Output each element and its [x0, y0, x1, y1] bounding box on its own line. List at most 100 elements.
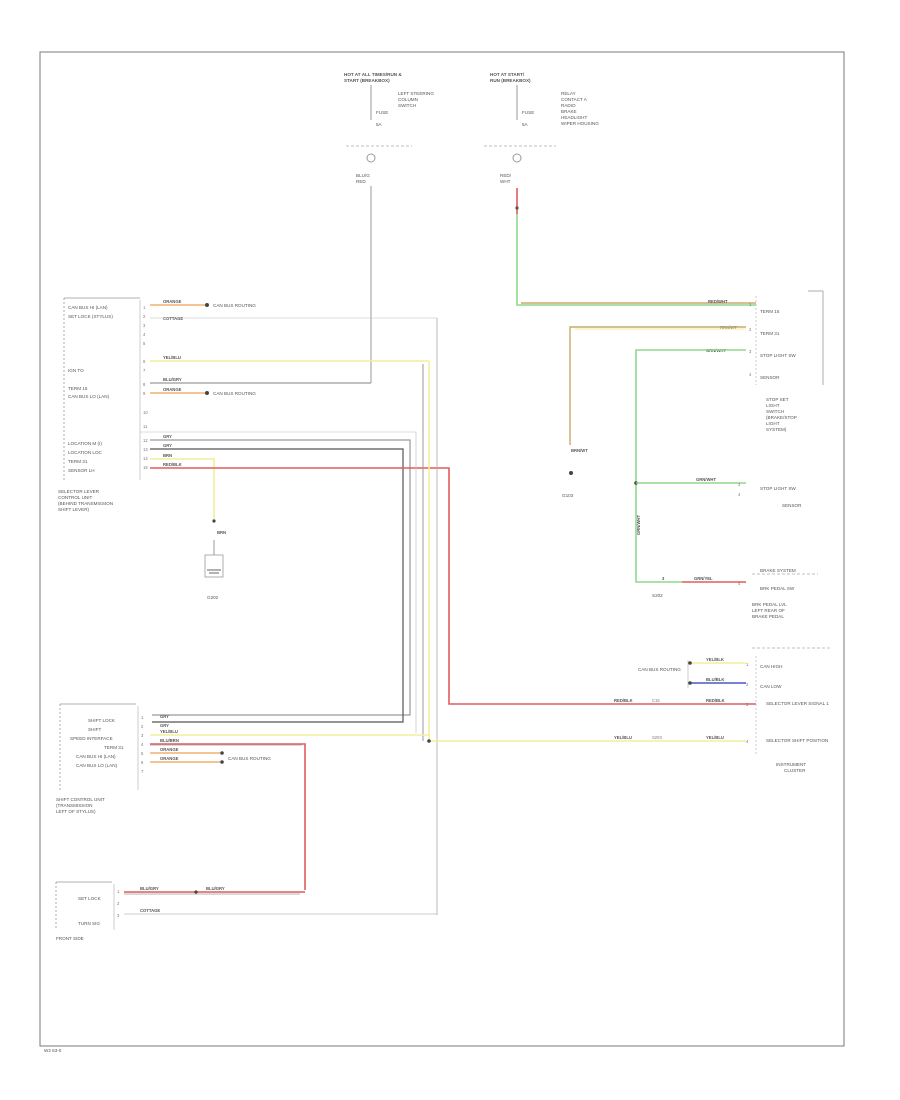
left-fuse-note-3: SWITCH: [398, 103, 416, 108]
left-fuse-amp: 5A: [376, 122, 383, 127]
shift-wire-5: ORANGE: [160, 747, 179, 752]
brake-switch-pin-num: 3: [662, 576, 665, 581]
right-fuse-title-1: HOT AT START/: [490, 72, 525, 77]
cluster-wire-4b: YEL/BLU: [706, 735, 724, 740]
selector-pin-num-10: 10: [143, 410, 148, 415]
right-fuse-title-2: RUN (BREAKBOX): [490, 78, 531, 83]
shift-wire-4: BLU/BRN: [160, 738, 179, 743]
diagram-border: [39, 51, 845, 1047]
cluster-wire-2: BLU/BLK: [706, 677, 724, 682]
cluster-wire-1: YEL/BLK: [706, 657, 724, 662]
front-pin-num-1: 1: [117, 889, 120, 894]
selector-pin-num-4: 4: [143, 332, 146, 337]
selector-pin-label-9: CAN BUS LO (LAN): [68, 394, 110, 399]
right-label-4: (BRAKE/STOP: [766, 415, 797, 420]
cluster-label-2: CLUSTER: [784, 768, 806, 773]
shift-wire-3: YEL/BLU: [160, 729, 178, 734]
cluster-pin-num-3: 3: [746, 702, 749, 707]
cluster-pin-label-2: CAN LOW: [760, 684, 782, 689]
shift-pin-label-1: SHIFT LOCK: [88, 718, 116, 723]
selector-pin-label-12: LOCATION M (I): [68, 441, 102, 446]
selector-label-3: (BEHIND TRANSMISSION: [58, 501, 113, 506]
front-pin-label-1: SET LOCK: [78, 896, 102, 901]
stop-switch-pin-b: 4: [738, 492, 741, 497]
selector-pin-num-8: 8: [143, 382, 146, 387]
selector-wire-9: ORANGE: [163, 387, 182, 392]
left-fuse-title-2: START (BREAKBOX): [344, 78, 390, 83]
selector-pin-label-6: IGN TO: [68, 368, 84, 373]
selector-label-4: SHIFT LEVER): [58, 507, 90, 512]
right-pin-label-3: STOP LIGHT SW: [760, 353, 796, 358]
stop-switch-label: STOP LIGHT SW: [760, 486, 796, 491]
brake-switch: BRAKE SYSTEM 3 GRN/YEL 4 BRK PEDAL SW S2…: [652, 568, 818, 619]
shift-pin-num-4: 4: [141, 742, 144, 747]
cluster-wire-3b: RED/BLK: [706, 698, 725, 703]
shift-pin-num-2: 2: [141, 724, 144, 729]
selector-wire-6: YEL/BLU: [163, 355, 181, 360]
selector-pin-label-2: SET LOCK (STYLUS): [68, 314, 113, 319]
left-fuse-note-2: COLUMN: [398, 97, 418, 102]
front-side-module: SET LOCK TURN SIG 1 2 3 BLU/GRY BLU/GRY …: [55, 881, 437, 941]
left-fuse-wire: BLU/G: [356, 173, 370, 178]
right-pin-num-2: 2: [749, 327, 752, 332]
front-pin-label-3: TURN SIG: [78, 921, 100, 926]
selector-pin-num-15: 15: [143, 465, 148, 470]
selector-pin-label-14: TERM 31: [68, 459, 88, 464]
shift-wire-1: GRY: [160, 714, 169, 719]
selector-pin-num-5: 5: [143, 341, 146, 346]
shift-wire-2: GRY: [160, 723, 169, 728]
right-fuse-note-3: RADIO: [561, 103, 576, 108]
cluster-label-1: INSTRUMENT: [776, 762, 806, 767]
right-fuse-note-4: BRAKE: [561, 109, 577, 114]
selector-label-2: CONTROL UNIT: [58, 495, 92, 500]
selector-wire-1: ORANGE: [163, 299, 182, 304]
brake-switch-title: BRAKE SYSTEM: [760, 568, 796, 573]
right-fuse-note-5: HEADLIGHT: [561, 115, 587, 120]
left-fuse-wire-2: RED: [356, 179, 366, 184]
selector-pin-label-1: CAN BUS HI (LAN): [68, 305, 108, 310]
left-fuse-note-1: LEFT STEERING: [398, 91, 434, 96]
stop-switch: GRN/WHT 3 4 STOP LIGHT SW SENSOR GRN/WHT: [634, 477, 802, 535]
right-component: 1 2 3 4 TERM 15 TERM 31 STOP LIGHT SW SE…: [562, 290, 824, 583]
right-wire-1: RED/WHT: [708, 299, 728, 304]
selector-dest-1: CAN BUS ROUTING: [213, 303, 256, 308]
shift-label-3: LEFT OF STYLUS): [56, 809, 96, 814]
selector-wire-2: COTTAGE: [163, 316, 183, 321]
left-fuse-block: HOT AT ALL TIMES/RUN & START (BREAKBOX) …: [344, 72, 434, 383]
right-pin-label-4: SENSOR: [760, 375, 780, 380]
diagram-code: W2 63-0: [44, 1048, 62, 1053]
right-label-1: STOP SET: [766, 397, 789, 402]
selector-pin-num-1: 1: [143, 305, 146, 310]
brake-switch-note-1: BRK PEDAL LVL: [752, 602, 787, 607]
shift-pin-num-6: 6: [141, 760, 144, 765]
cluster-splice-top: C15: [652, 698, 660, 703]
right-pin-label-2: TERM 31: [760, 331, 780, 336]
selector-wire-12: GRY: [163, 434, 172, 439]
stop-switch-pin: 3: [738, 482, 741, 487]
brake-switch-note-3: BRAKE PEDAL: [752, 614, 784, 619]
selector-pin-label-15: SENSOR LH: [68, 468, 95, 473]
left-fuse-title-1: HOT AT ALL TIMES/RUN &: [344, 72, 402, 77]
front-side-label: FRONT SIDE: [56, 936, 84, 941]
selector-dest-9: CAN BUS ROUTING: [213, 391, 256, 396]
brake-switch-note-2: LEFT REAR OF: [752, 608, 785, 613]
shift-pin-label-6: CAN BUS LO (LAN): [76, 763, 118, 768]
selector-pin-num-11: 11: [143, 424, 148, 429]
cluster-pin-label-1: CAN HIGH: [760, 664, 782, 669]
right-fuse-name: FUSE: [522, 110, 534, 115]
selector-ground-name: G202: [207, 595, 219, 600]
right-fuse-note-2: CONTACT A: [561, 97, 588, 102]
right-pin-num-3: 3: [749, 349, 752, 354]
brake-switch-wire-label: GRN/YEL: [694, 576, 713, 581]
selector-pin-num-2: 2: [143, 314, 146, 319]
front-wire-3: COTTAGE: [140, 908, 160, 913]
shift-pin-label-3: SPEED INTERFACE: [70, 736, 113, 741]
selector-label-1: SELECTOR LEVER: [58, 489, 100, 494]
right-label-5: LIGHT: [766, 421, 780, 426]
selector-pin-num-3: 3: [143, 323, 146, 328]
cluster-splice-bottom: S203: [652, 735, 662, 740]
shift-pin-num-1: 1: [141, 715, 144, 720]
stop-switch-splice-wire: GRN/WHT: [636, 515, 641, 535]
shift-pin-num-5: 5: [141, 751, 144, 756]
